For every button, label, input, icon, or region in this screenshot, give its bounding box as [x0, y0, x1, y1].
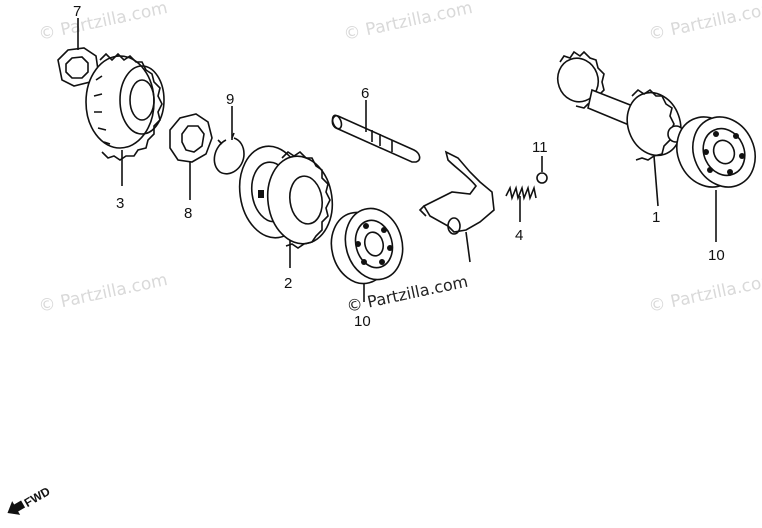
watermark-mid-right: © Partzilla.com	[647, 270, 762, 317]
callout-7: 7	[73, 3, 81, 20]
part-8-washer[interactable]	[169, 113, 213, 163]
callouts: 7 3 8 9 2 6 10 4 11 1 10	[73, 3, 725, 330]
part-4-spring[interactable]	[505, 185, 537, 201]
fwd-indicator: FWD	[7, 484, 53, 515]
part-2-gear[interactable]	[234, 142, 338, 249]
callout-4: 4	[515, 227, 523, 244]
part-3-gear[interactable]	[85, 52, 165, 161]
watermark-mid-left: © Partzilla.com	[37, 270, 169, 317]
callout-2: 2	[284, 275, 292, 292]
fwd-label: FWD	[22, 484, 53, 510]
part-1-gear-shaft[interactable]	[552, 50, 690, 163]
callout-10-right: 10	[708, 247, 725, 264]
part-6-shaft[interactable]	[331, 114, 421, 163]
callout-3: 3	[116, 195, 124, 212]
callout-10-center: 10	[354, 313, 371, 330]
watermark-top-left: © Partzilla.com	[37, 0, 169, 45]
callout-6: 6	[361, 85, 369, 102]
callout-8: 8	[184, 205, 192, 222]
watermark-top-center: © Partzilla.com	[342, 0, 474, 45]
callout-11: 11	[532, 139, 548, 156]
watermark-layer: © Partzilla.com © Partzilla.com © Partzi…	[37, 0, 762, 317]
part-11-ball[interactable]	[536, 172, 548, 184]
watermark-top-right: © Partzilla.com	[647, 0, 762, 45]
forward-arrow-icon	[7, 500, 26, 515]
part-10-bearing-center[interactable]	[324, 202, 411, 290]
leader-lines	[77, 18, 717, 302]
shift-fork[interactable]	[418, 150, 495, 235]
part-9-circlip[interactable]	[213, 132, 245, 175]
callout-1: 1	[652, 209, 660, 226]
callout-9: 9	[226, 91, 234, 108]
part-10-bearing-right[interactable]	[666, 107, 762, 198]
